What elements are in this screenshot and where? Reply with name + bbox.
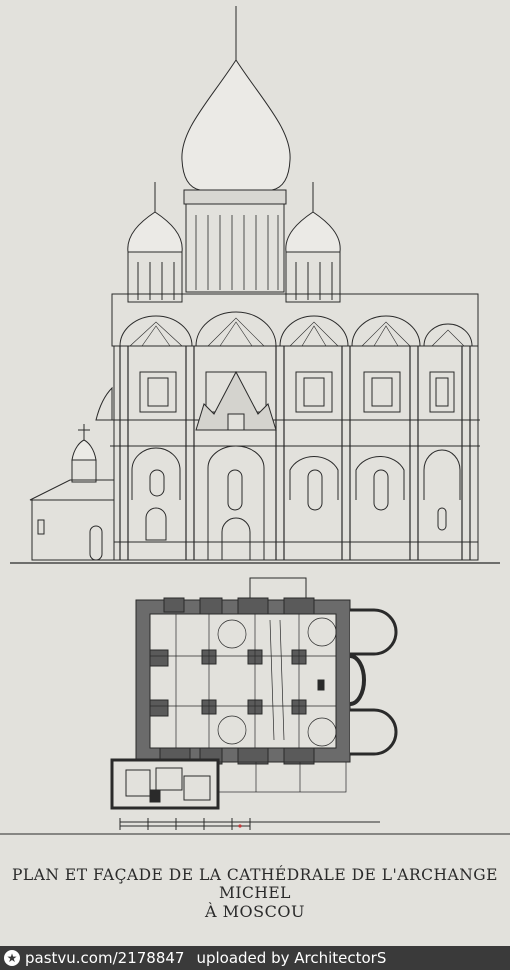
uploader-credit: uploaded by ArchitectorS	[196, 949, 387, 967]
star-icon: ★	[4, 950, 20, 966]
scale-bar	[119, 818, 380, 830]
cathedral-facade	[29, 6, 480, 561]
cathedral-floor-plan	[110, 577, 398, 810]
plate-caption-line-1: PLAN ET FAÇADE DE LA CATHÉDRALE DE L'ARC…	[11, 866, 498, 902]
source-url[interactable]: pastvu.com/2178847	[25, 949, 185, 967]
plate-caption-line-2: À MOSCOU	[205, 902, 305, 921]
watermark-footer: ★ pastvu.com/2178847 uploaded by Archite…	[0, 946, 510, 970]
engraving-plate	[0, 6, 510, 835]
